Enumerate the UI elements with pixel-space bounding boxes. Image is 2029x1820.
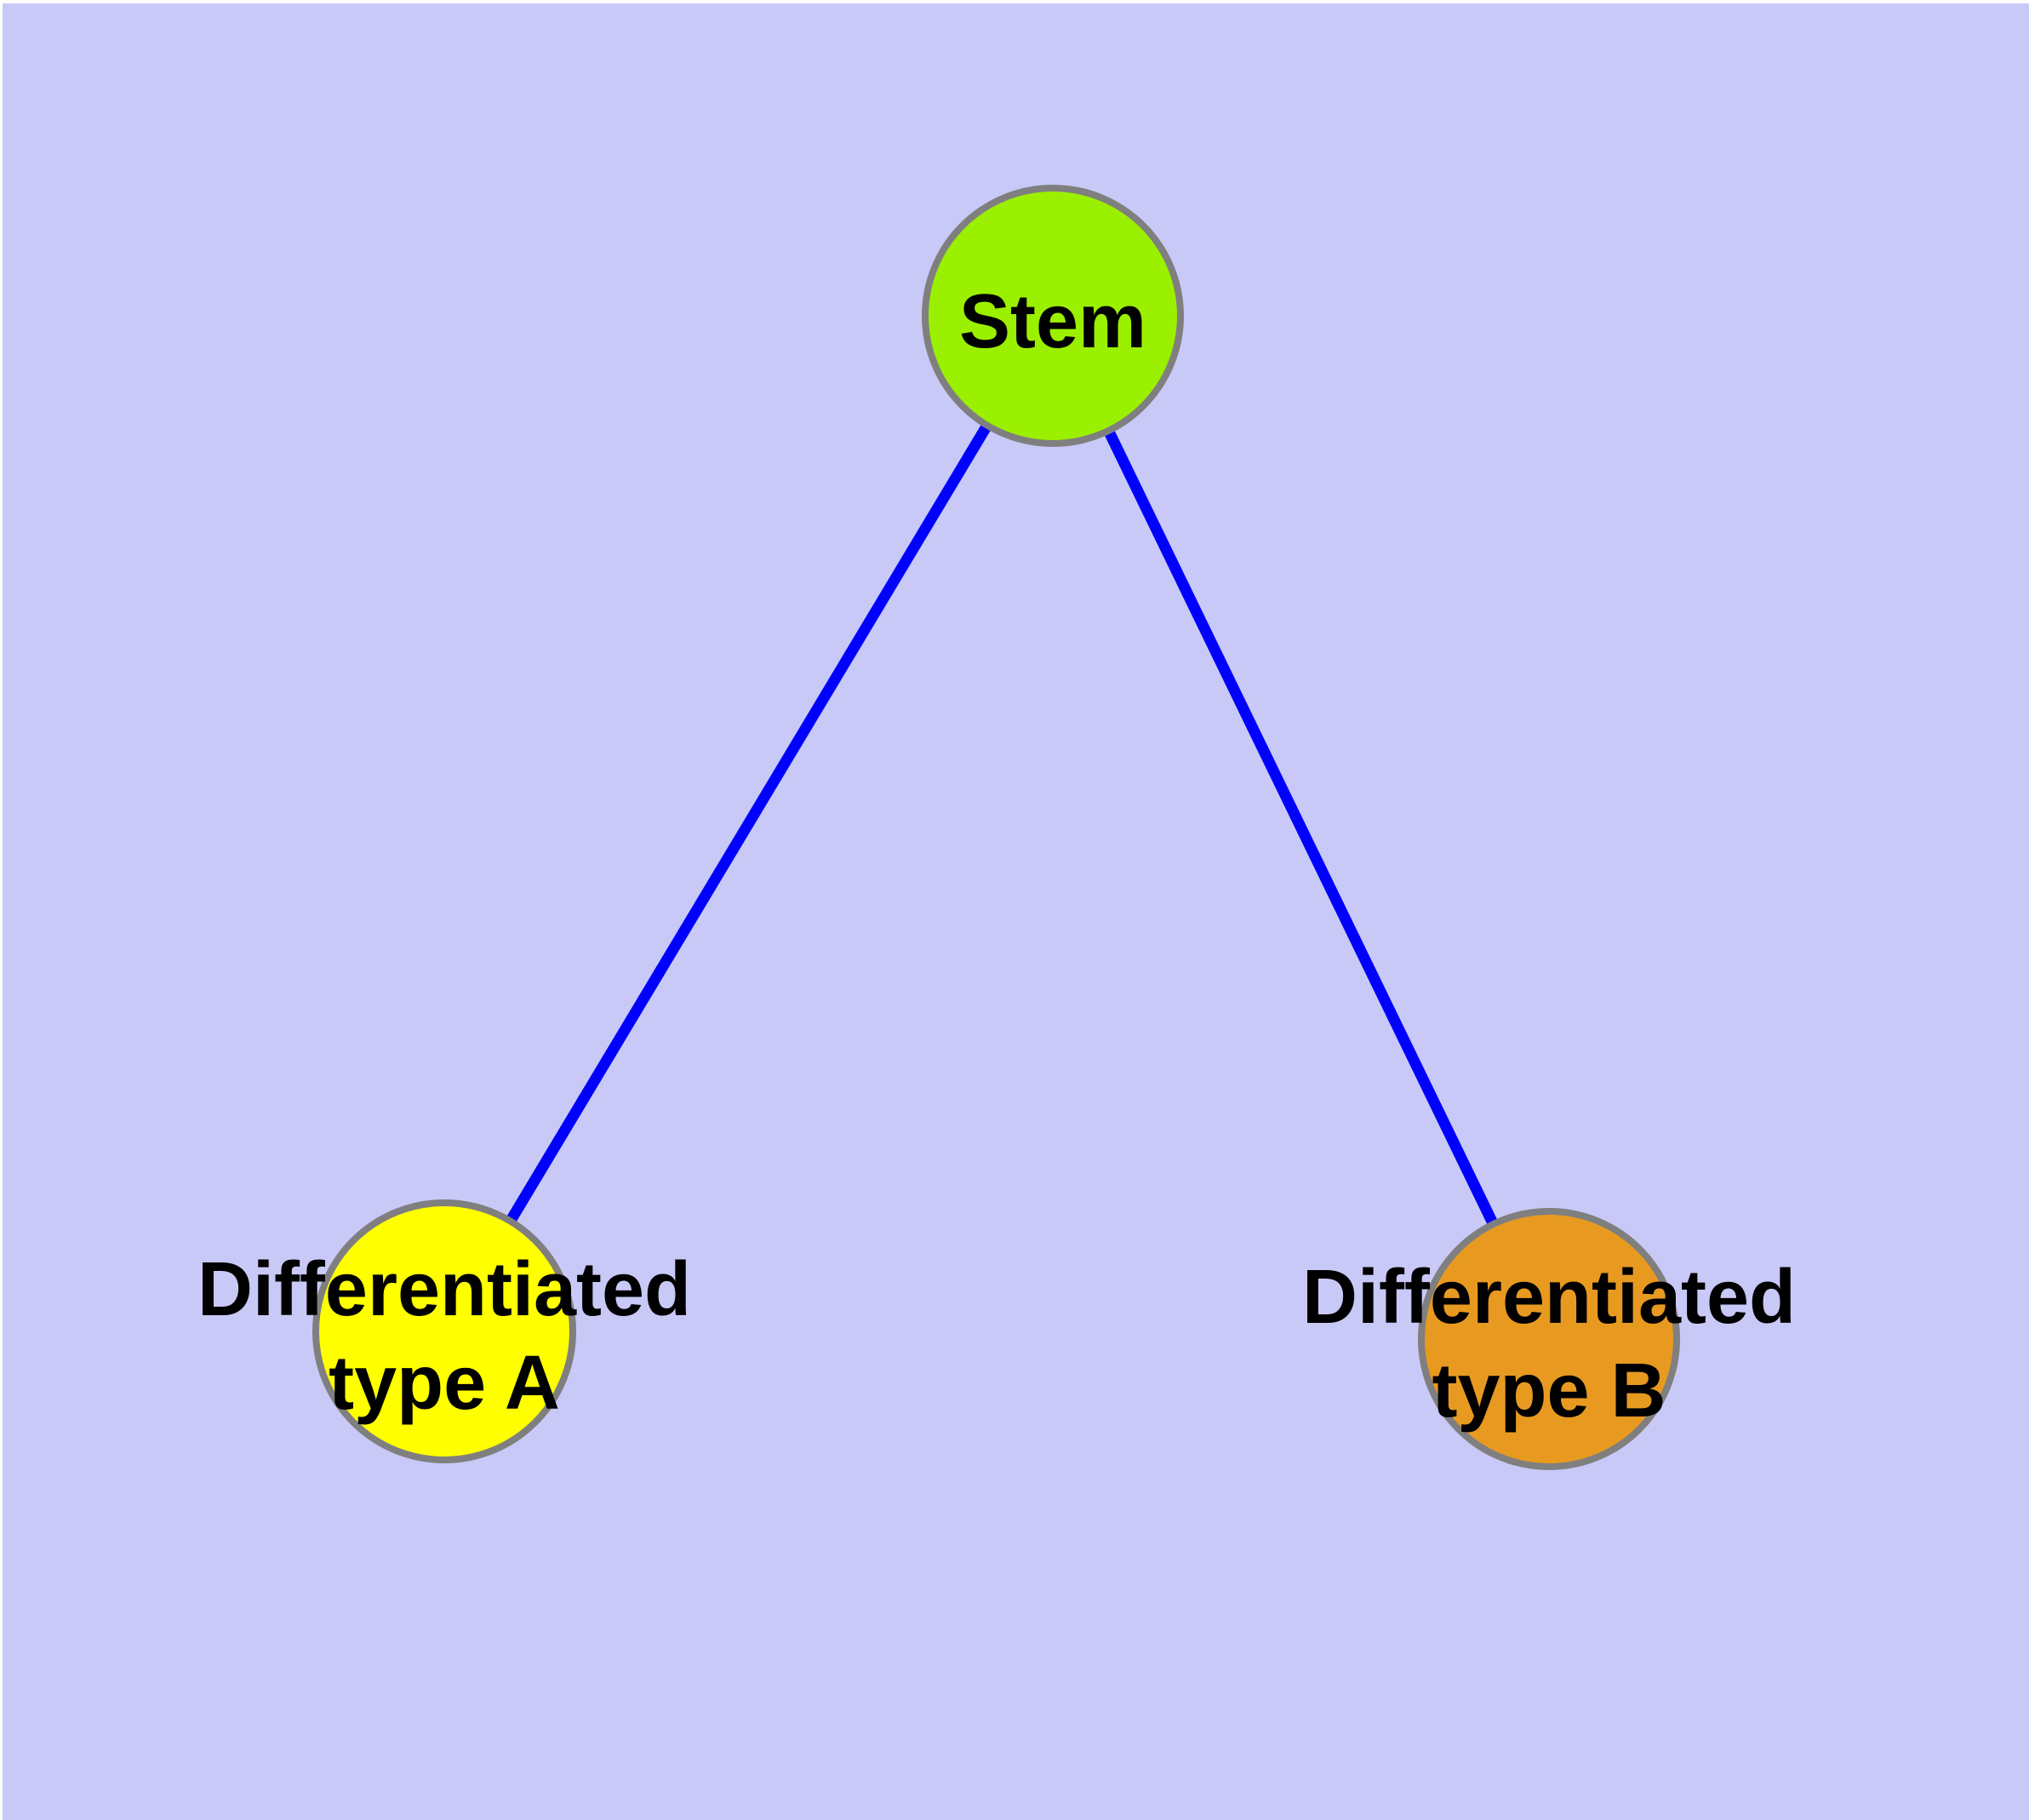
node-differentiated-type-b: Differentiated type B — [1302, 1208, 1796, 1470]
node-differentiated-type-a: Differentiated type A — [197, 1199, 691, 1463]
node-stem-circle — [922, 185, 1184, 447]
node-differentiated-type-b-circle — [1418, 1208, 1680, 1470]
edge-stem-to-type-a — [439, 312, 1058, 1335]
node-differentiated-type-a-label-line1: Differentiated — [197, 1247, 691, 1332]
node-differentiated-type-a-circle — [312, 1199, 576, 1463]
edge-group — [439, 312, 1554, 1342]
node-differentiated-type-b-label-line2: type B — [1432, 1348, 1666, 1434]
node-differentiated-type-b-label-line1: Differentiated — [1302, 1255, 1796, 1340]
node-stem-label: Stem — [959, 279, 1146, 364]
edge-stem-to-type-b — [1048, 313, 1554, 1342]
node-stem: Stem — [922, 185, 1184, 447]
node-differentiated-type-a-label-line2: type A — [329, 1341, 560, 1426]
